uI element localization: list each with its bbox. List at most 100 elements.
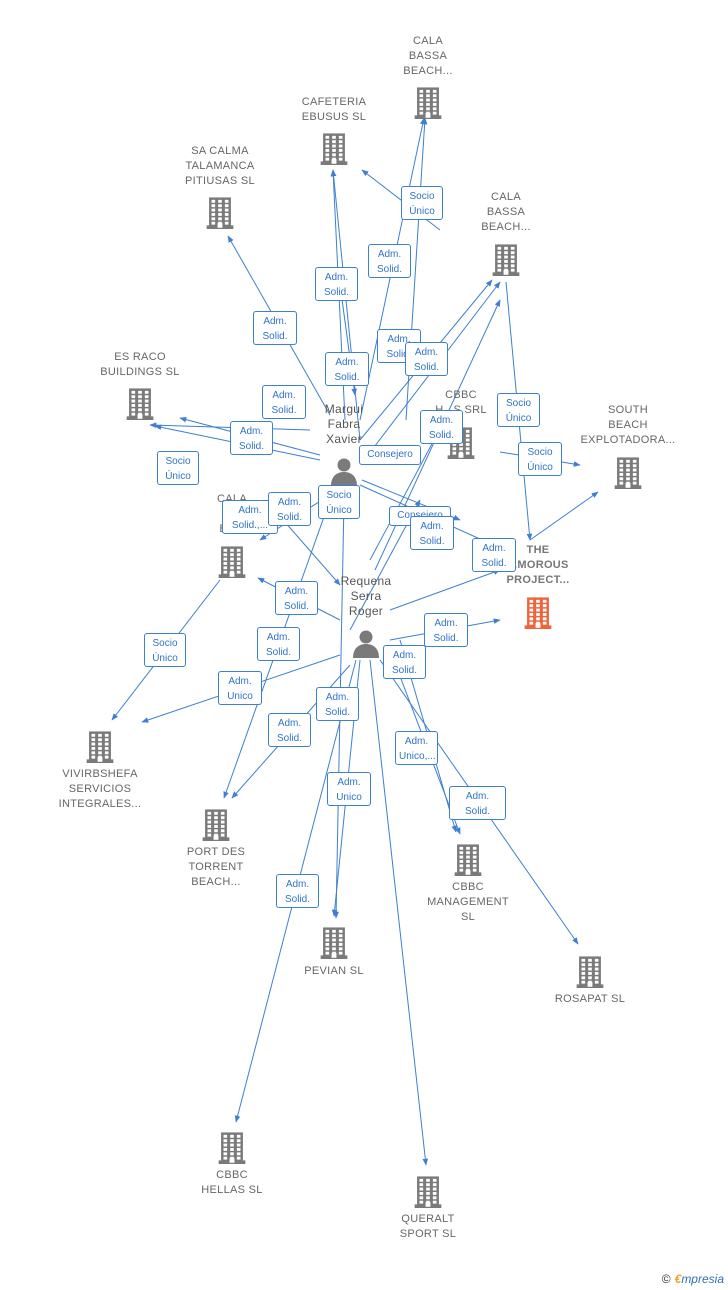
node-label-line: TORRENT	[188, 861, 244, 873]
relationship-label-line: Adm.	[337, 777, 361, 788]
relationship-label-line: Socio	[152, 638, 178, 649]
node-label-line: EXPLOTADORA...	[580, 434, 676, 446]
building-icon[interactable]	[411, 85, 445, 124]
relationship-label-line: Unico	[336, 792, 362, 803]
relationship-label[interactable]: Adm.Unico	[218, 671, 262, 705]
relationship-label-line: Adm.	[324, 272, 349, 283]
relationship-label[interactable]: Adm.Unico,...	[395, 731, 438, 765]
relationship-label[interactable]: Adm.Solid.	[472, 538, 516, 572]
node-label-line: BEACH...	[481, 221, 531, 233]
node-label-line: BEACH	[608, 419, 648, 431]
node-label-line: Serra	[350, 589, 382, 603]
building-icon[interactable]	[215, 1130, 249, 1169]
building-icon[interactable]	[489, 242, 523, 281]
empresia-logo-text: mpresia	[681, 1272, 724, 1286]
node-label-line: Roger	[348, 604, 384, 618]
relationship-label-line: Único	[505, 413, 532, 424]
building-icon[interactable]	[451, 842, 485, 881]
building-icon[interactable]	[411, 1174, 445, 1213]
building-icon[interactable]	[203, 195, 237, 234]
relationship-label-line: Único	[165, 471, 191, 482]
building-icon[interactable]	[317, 925, 351, 964]
relationship-label-line: Socio	[326, 490, 352, 501]
empresia-footer[interactable]: ©€mpresia	[662, 1272, 724, 1286]
node-label-line: PITIUSAS SL	[185, 175, 255, 187]
node-label-line: ROSAPAT SL	[554, 993, 626, 1005]
relationship-label[interactable]: Adm.Solid.	[383, 645, 426, 679]
building-icon[interactable]	[83, 729, 117, 768]
relationship-label[interactable]: Adm.Solid.	[230, 421, 273, 455]
relationship-label-line: Único	[152, 653, 178, 664]
relationship-label[interactable]: Adm.Solid.	[424, 613, 468, 647]
relationship-label[interactable]: Adm.Solid.	[316, 687, 359, 721]
relationship-label[interactable]: Adm. Unico	[327, 772, 371, 806]
relationship-label-line: Adm.	[325, 692, 350, 703]
relationship-label[interactable]: Adm.Solid.	[257, 627, 300, 661]
relationship-label[interactable]: Adm.Solid.	[262, 385, 306, 419]
edge-line	[369, 659, 429, 1166]
edge-line	[330, 169, 361, 441]
relationship-label[interactable]: Adm.Solid.	[275, 581, 318, 615]
relationship-label[interactable]: Adm.Solid.	[315, 267, 358, 301]
relationship-label-line: Consejero	[393, 508, 447, 523]
relationship-label-line: Adm.	[263, 316, 287, 327]
node-label-line: CBBC	[452, 881, 484, 893]
relationship-label-line: Solid.	[334, 372, 360, 383]
relationship-label[interactable]: Consejero	[359, 445, 421, 465]
node-label-line: THE	[526, 544, 550, 556]
relationship-label-line: Consejero	[367, 449, 413, 460]
relationship-label-line: Solid.	[376, 264, 402, 275]
relationship-label[interactable]: Adm.Solid.	[410, 516, 454, 550]
company-name-label[interactable]: PEVIAN SL	[264, 964, 404, 979]
relationship-label-line: Socio	[527, 447, 553, 458]
building-icon[interactable]	[317, 131, 351, 170]
relationship-label-line: Solid.,...	[231, 520, 269, 531]
relationship-label-line: Solid.	[271, 405, 297, 416]
relationship-label[interactable]: Adm.Solid.	[405, 342, 448, 376]
relationship-label-line: Adm.	[465, 791, 490, 802]
relationship-label-line: Adm.	[277, 718, 302, 729]
relationship-label-line: Solid.	[419, 536, 445, 547]
relationship-label-line: Adm.	[414, 347, 439, 358]
building-icon[interactable]	[123, 386, 157, 425]
relationship-label[interactable]: Adm.Solid.	[449, 786, 506, 820]
relationship-label[interactable]: Adm.Solid.	[368, 244, 411, 278]
company-name-label[interactable]: ROSAPAT SL	[520, 992, 660, 1007]
relationship-label[interactable]: Adm.Solid.	[325, 352, 369, 386]
relationship-label-line: Solid.	[276, 733, 302, 744]
building-icon[interactable]	[611, 455, 645, 494]
relationship-label[interactable]: Adm.Solid.	[253, 311, 297, 345]
building-icon[interactable]	[199, 807, 233, 846]
relationship-label[interactable]: Adm.Solid.	[268, 492, 311, 526]
node-label-line: BEACH...	[191, 876, 241, 888]
person-icon[interactable]	[329, 456, 359, 491]
building-icon[interactable]	[521, 595, 555, 634]
person-icon[interactable]	[351, 628, 381, 663]
relationship-label[interactable]: Adm.Solid.	[420, 410, 463, 444]
building-icon[interactable]	[573, 954, 607, 993]
relationship-label[interactable]: Adm. Solid.	[268, 713, 311, 747]
building-icon[interactable]	[215, 544, 249, 583]
relationship-label[interactable]: Adm.Solid.	[276, 874, 319, 908]
relationship-label-line: Socio	[409, 191, 435, 202]
